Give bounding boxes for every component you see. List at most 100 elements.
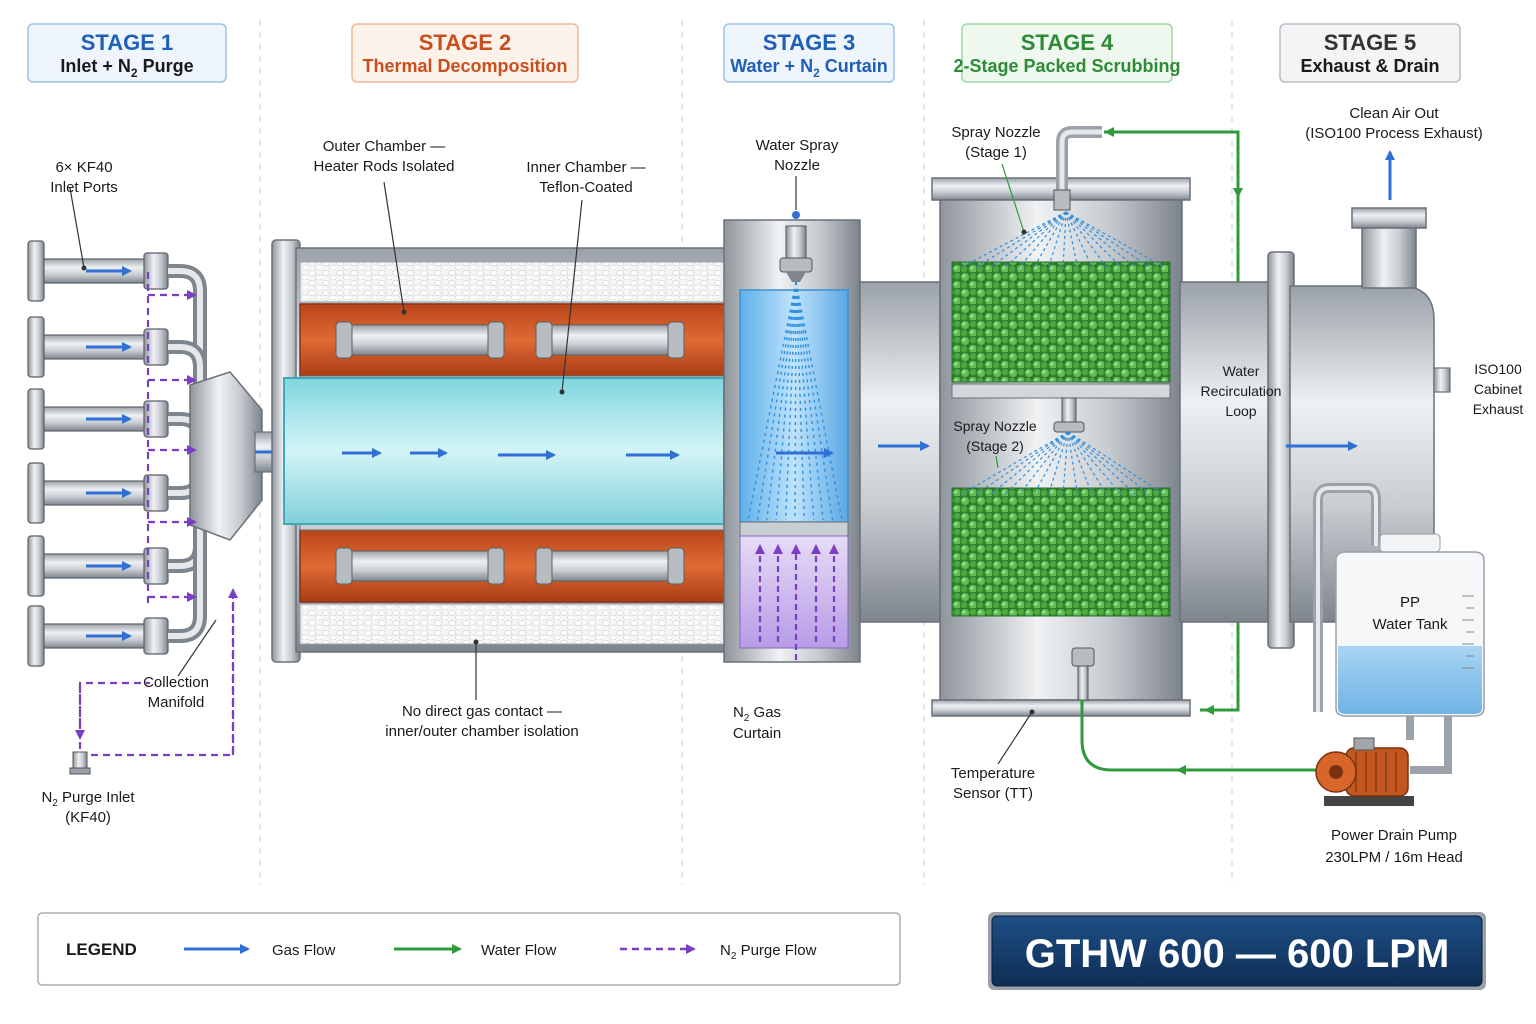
label-inner-chamber: Inner Chamber —: [526, 159, 645, 176]
tank-outlet-pipe: [1406, 716, 1452, 774]
leader-temp-sensor: [997, 709, 1035, 765]
label-n2-gas-curtain: N2 Gas: [733, 704, 781, 724]
packing-bed-stage1: [951, 261, 1171, 383]
kf40-inlet-port: [27, 240, 207, 380]
label-power-drain-pump: Power Drain Pump: [1331, 827, 1457, 844]
leader-outer-chamber: [383, 181, 407, 315]
gas-arrows-inner: [342, 448, 680, 460]
label-n2-purge-inlet: N2 Purge Inlet: [41, 789, 135, 809]
power-drain-pump: [1315, 737, 1414, 806]
label-power-drain-pump: 230LPM / 16m Head: [1325, 849, 1463, 866]
label-n2-purge-inlet-kf40: (KF40): [65, 809, 111, 826]
curtain-section: [723, 176, 941, 663]
insulation-bottom: [299, 603, 725, 645]
kf40-inlet-port: [27, 462, 207, 524]
label-collection-manifold: Manifold: [148, 694, 205, 711]
label-clean-air-out: (ISO100 Process Exhaust): [1305, 125, 1483, 142]
label-recirculation-loop: Recirculation: [1201, 383, 1282, 399]
stage-subtitle: Exhaust & Drain: [1300, 56, 1439, 76]
stage-title: STAGE 2: [419, 30, 512, 55]
n2-purge-inlet-fitting: [69, 751, 91, 775]
iso100-cabinet-port: [1433, 367, 1451, 393]
water-spray-lines: [747, 281, 843, 521]
legend-box: [37, 912, 901, 986]
stage-title: STAGE 5: [1324, 30, 1417, 55]
label-water-spray: Nozzle: [774, 157, 820, 174]
label-collection-manifold: Collection: [143, 674, 209, 691]
stage-title: STAGE 4: [1021, 30, 1114, 55]
clean-air-flange: [1351, 207, 1427, 229]
n2-curtain-zone: [739, 535, 849, 649]
stage-subtitle: 2-Stage Packed Scrubbing: [953, 56, 1180, 76]
heater-rods: [335, 321, 685, 585]
support-plate: [951, 383, 1171, 399]
transition-duct: [859, 281, 941, 623]
legend-water-label: Water Flow: [481, 942, 556, 959]
label-iso100-cabinet-exhaust: ISO100: [1474, 361, 1522, 377]
label-recirculation-loop: Water: [1223, 363, 1260, 379]
water-curtain-zone: [739, 289, 849, 523]
label-outer-chamber: Outer Chamber —: [323, 138, 446, 155]
spray-lines-stage1: [959, 211, 1167, 269]
label-recirculation-loop: Loop: [1225, 403, 1256, 419]
label-iso100-cabinet-exhaust: Cabinet: [1474, 381, 1522, 397]
legend: LEGEND Gas Flow Water Flow N2 Purge Flow: [37, 912, 901, 986]
stage-title: STAGE 1: [81, 30, 174, 55]
legend-title: LEGEND: [66, 940, 137, 959]
kf40-inlet-port: [27, 530, 207, 667]
label-pp-water-tank: Water Tank: [1372, 616, 1448, 633]
label-temperature-sensor: Temperature: [951, 765, 1035, 782]
water-recirculation-loop: [1080, 127, 1330, 775]
exhaust-duct: [1179, 281, 1273, 623]
stage-header-4: STAGE 42-Stage Packed Scrubbing: [953, 23, 1181, 83]
kf40-inlet-port: [27, 316, 207, 410]
leader-spray1: [1001, 163, 1027, 235]
label-temperature-sensor: Sensor (TT): [953, 785, 1033, 802]
leader-spray2: [995, 455, 999, 469]
spray-nozzle-stage2: [1053, 397, 1085, 433]
inner-chamber: [283, 377, 725, 525]
stage-title: STAGE 3: [763, 30, 856, 55]
curtain-plate: [739, 521, 849, 537]
legend-n2-label: N2 Purge Flow: [720, 942, 817, 962]
label-spray-nozzle-1: Spray Nozzle: [951, 124, 1040, 141]
label-inlet-ports: 6× KF40: [55, 159, 112, 176]
label-inner-chamber: Teflon-Coated: [539, 179, 632, 196]
thermal-reactor: [271, 181, 729, 700]
leader-manifold: [177, 619, 217, 677]
pp-water-tank: [1335, 533, 1485, 717]
clean-air-outlet: [1361, 227, 1417, 289]
label-inlet-ports: Inlet Ports: [50, 179, 118, 196]
leader-inner-chamber: [559, 199, 583, 395]
label-clean-air-out: Clean Air Out: [1349, 105, 1439, 122]
water-spray-nozzle: [779, 211, 813, 282]
collection-manifold: [189, 371, 263, 541]
leader-inlet-ports: [69, 187, 87, 271]
label-no-contact: No direct gas contact —: [402, 703, 562, 720]
label-spray-nozzle-2: (Stage 2): [966, 438, 1024, 454]
kf40-inlet-port: [27, 500, 207, 597]
label-n2-curtain-line2: Curtain: [733, 725, 781, 742]
label-spray-nozzle-1: (Stage 1): [965, 144, 1027, 161]
legend-gas-label: Gas Flow: [272, 942, 336, 959]
stage-subtitle: Water + N2 Curtain: [730, 56, 888, 80]
packing-bed-stage2: [951, 487, 1171, 617]
stage-subtitle: Thermal Decomposition: [362, 56, 567, 76]
label-outer-chamber: Heater Rods Isolated: [314, 158, 455, 175]
label-no-contact: inner/outer chamber isolation: [385, 723, 578, 740]
n2-curtain-arrows: [755, 544, 839, 660]
inlet-assembly: [27, 187, 296, 775]
label-spray-nozzle-2: Spray Nozzle: [953, 418, 1036, 434]
label-iso100-cabinet-exhaust: Exhaust: [1473, 401, 1524, 417]
label-water-spray: Water Spray: [756, 137, 839, 154]
exhaust-section: [1179, 150, 1485, 806]
spray-lines-stage2: [961, 431, 1165, 495]
insulation-top: [299, 261, 725, 303]
label-pp-water-tank: PP: [1400, 594, 1420, 611]
